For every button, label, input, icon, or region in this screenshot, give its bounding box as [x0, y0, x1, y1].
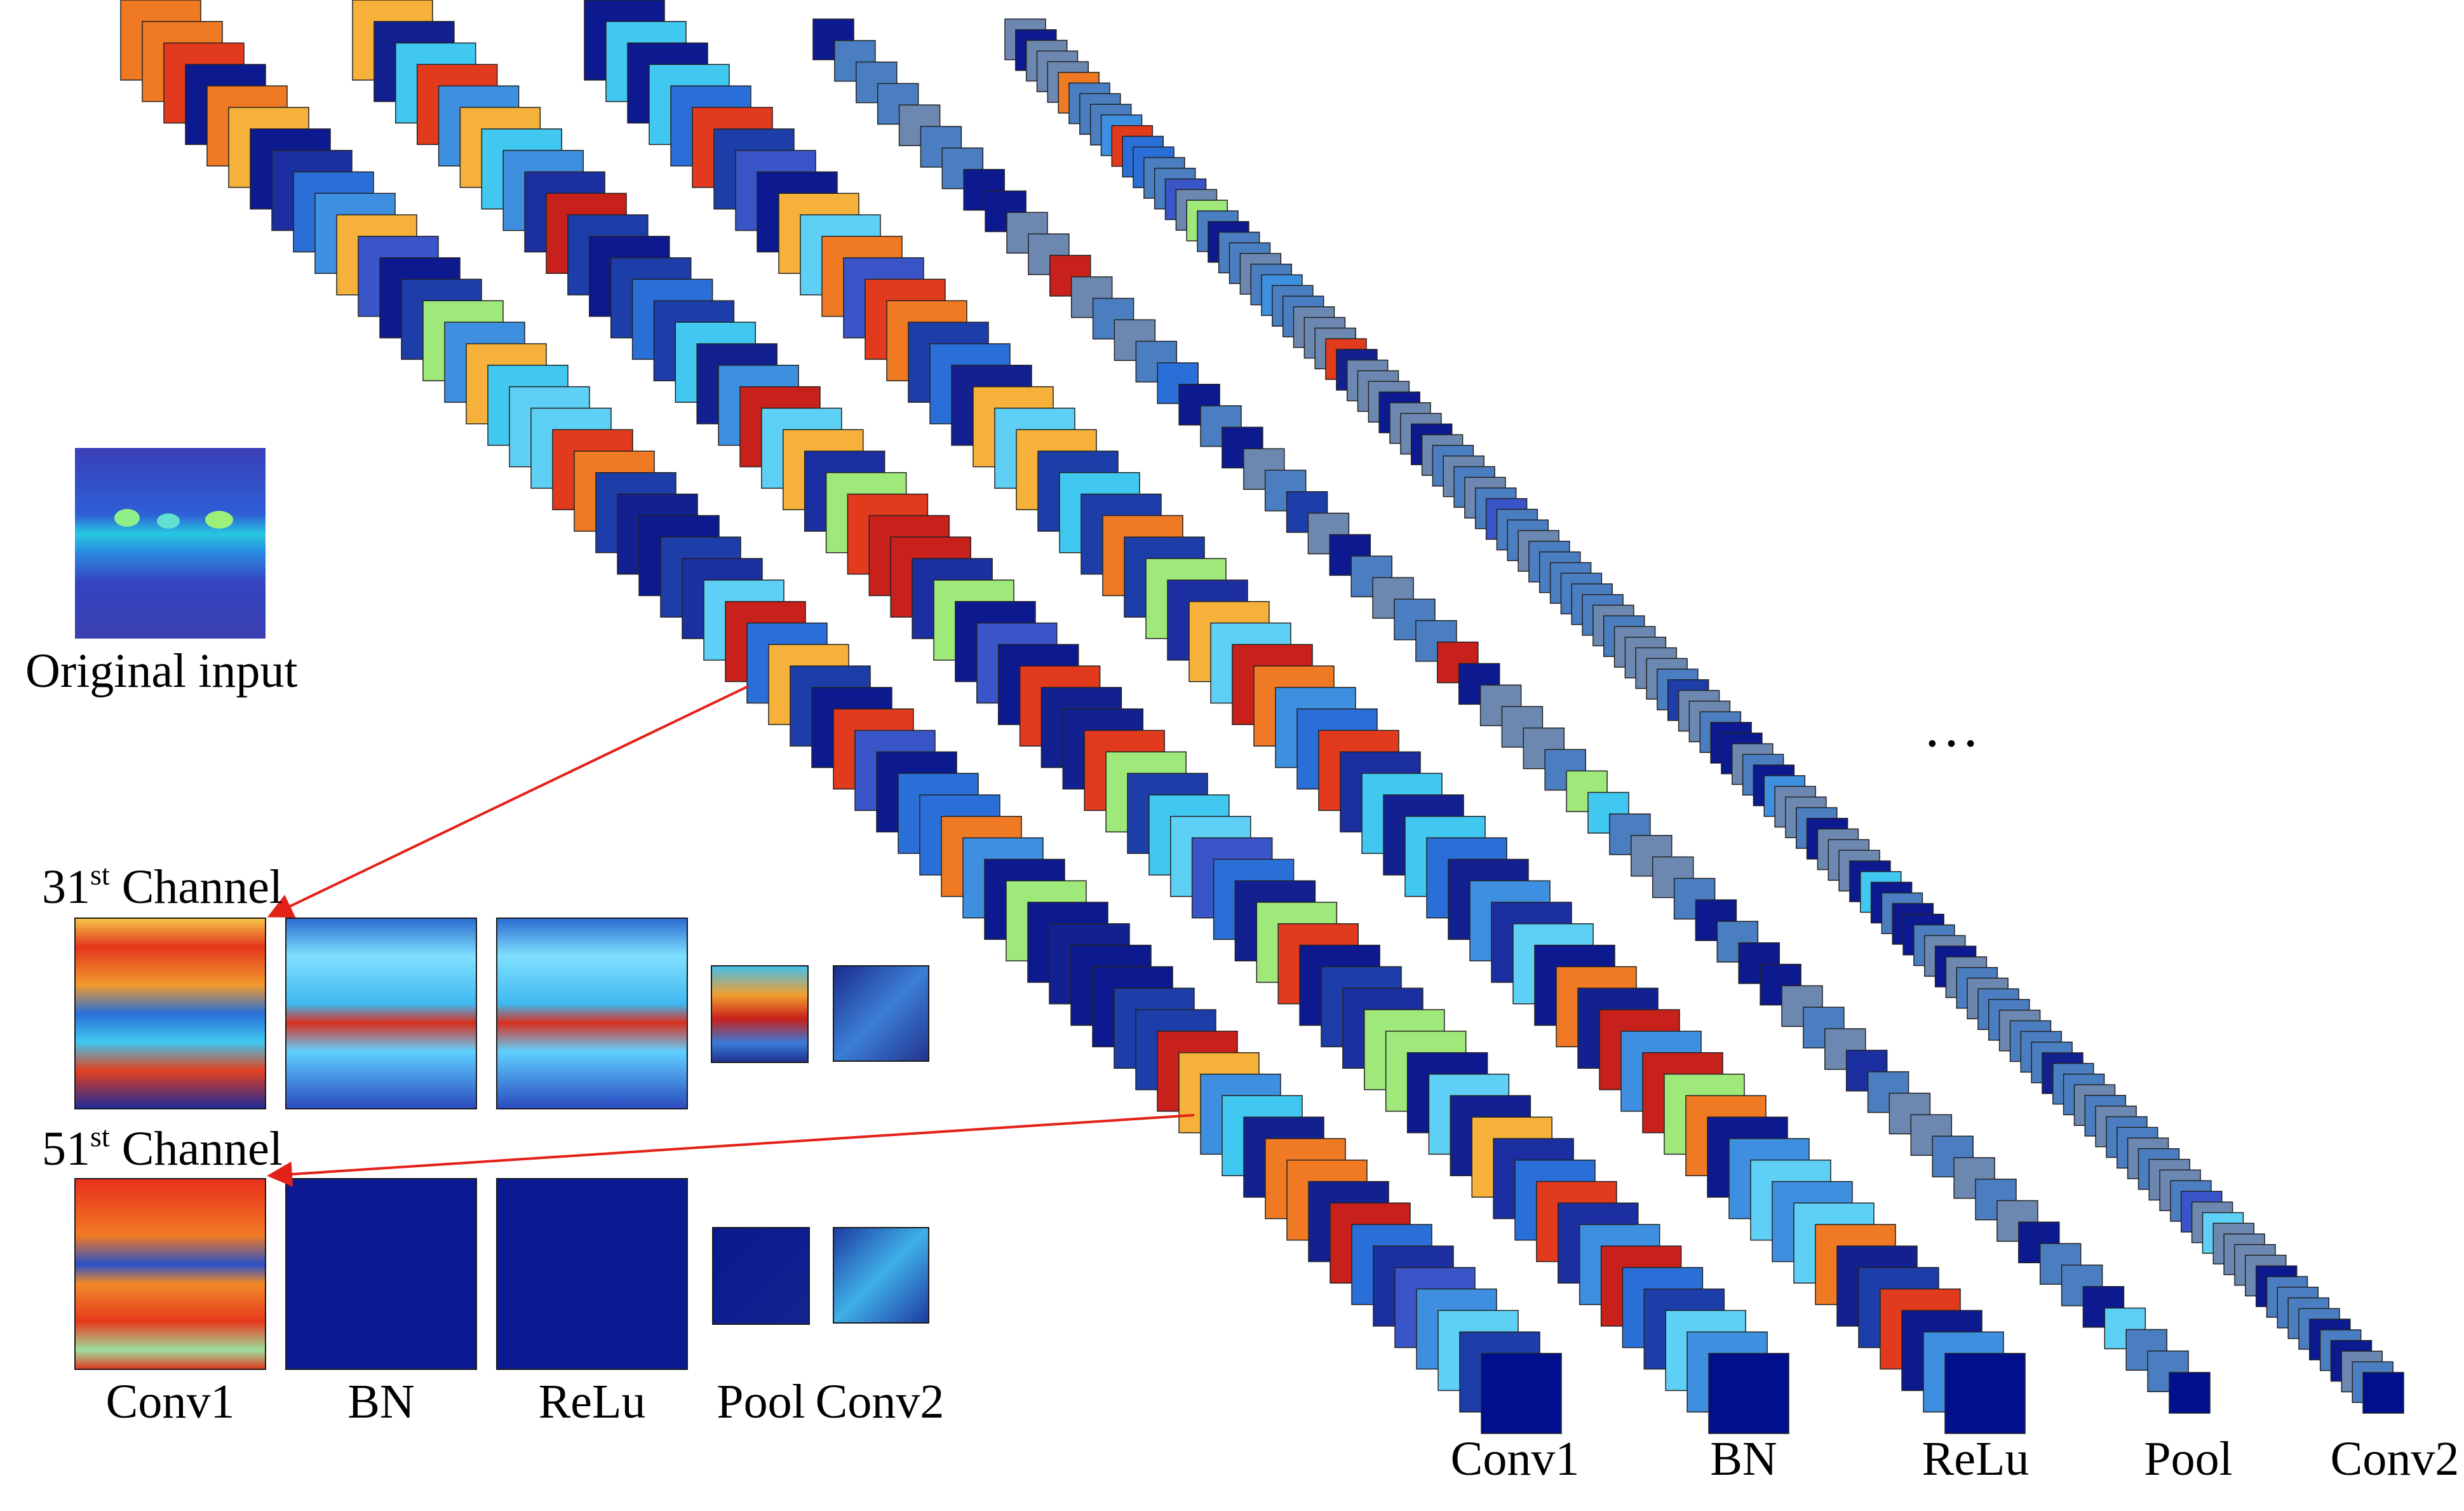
feature-map-tile: [1760, 963, 1801, 1006]
feature-map-tile: [1708, 1353, 1789, 1434]
feature-map-tile: [1481, 1353, 1562, 1434]
channel-31-pool-map: [711, 965, 809, 1063]
channel-51-conv1-map: [74, 1178, 266, 1370]
original-input-label: Original input: [25, 644, 298, 698]
stack-relu: [584, 0, 2026, 1434]
stack-label-bn: BN: [1710, 1432, 1777, 1486]
stack-pool: [812, 18, 2211, 1414]
channel-31-relu-map: [496, 918, 688, 1109]
stack-conv1: [120, 0, 1562, 1434]
stack-conv2: [1004, 18, 2404, 1414]
stack-bn: [352, 0, 1789, 1434]
channel-31-conv1-map: [74, 918, 266, 1109]
original-input-image: [75, 448, 266, 639]
feature-map-tile: [2169, 1372, 2211, 1414]
channel-51-row: [74, 1178, 929, 1370]
bottom-label-conv1: Conv1: [105, 1375, 235, 1428]
channel-51-pool-map: [712, 1227, 810, 1325]
channel-31-conv2-map: [833, 965, 929, 1062]
feature-map-tile: [1944, 1353, 2026, 1434]
feature-map-tile: [2362, 1372, 2404, 1414]
channel-31-arrow: [267, 685, 749, 918]
channel-51-conv2-map: [833, 1227, 929, 1324]
channel-31-row: [74, 918, 929, 1109]
channel-31-label: 31st Channel: [42, 858, 283, 914]
bottom-label-pool: Pool: [717, 1375, 805, 1428]
stack-label-relu: ReLu: [1922, 1432, 2030, 1486]
channel-51-arrow: [267, 1114, 1195, 1187]
channel-31-bn-map: [285, 918, 477, 1109]
channel-51-bn-map: [285, 1178, 477, 1370]
stack-label-conv2: Conv2: [2330, 1432, 2460, 1486]
bottom-label-bn: BN: [347, 1375, 415, 1428]
stack-label-conv1: Conv1: [1450, 1432, 1580, 1486]
channel-51-label: 51st Channel: [42, 1120, 283, 1176]
bottom-label-relu: ReLu: [538, 1375, 646, 1428]
channel-51-relu-map: [496, 1178, 688, 1370]
feature-map-tile: [1953, 1157, 1995, 1199]
stack-label-pool: Pool: [2144, 1432, 2233, 1486]
ellipsis: …: [1923, 696, 1984, 759]
bottom-label-conv2: Conv2: [815, 1375, 945, 1428]
feature-map-tile: [1092, 297, 1134, 340]
